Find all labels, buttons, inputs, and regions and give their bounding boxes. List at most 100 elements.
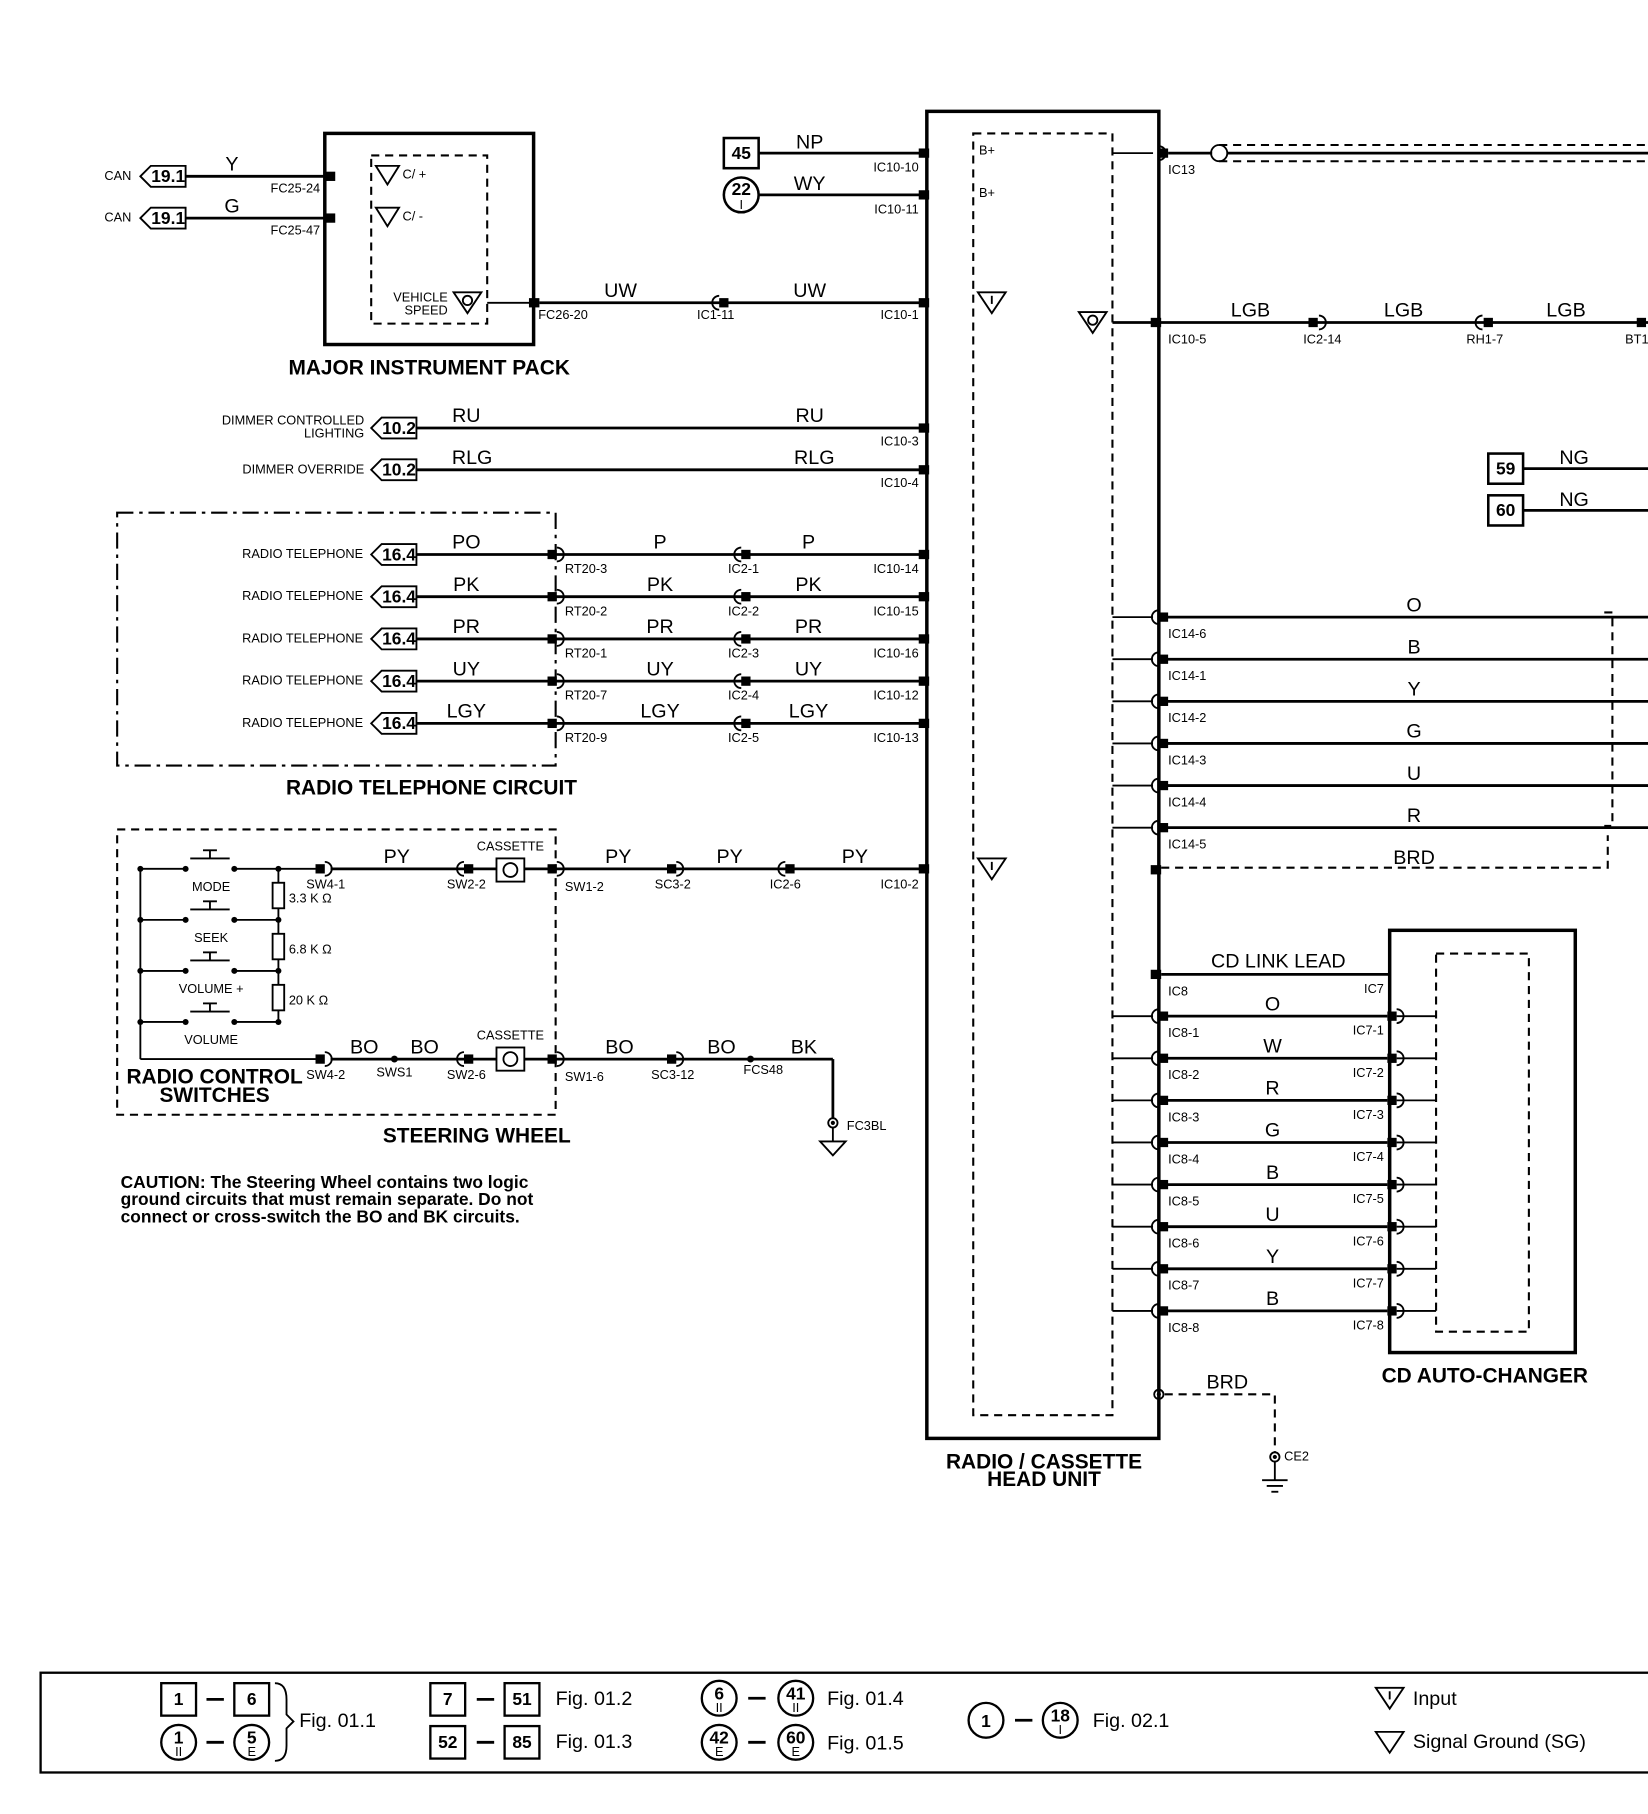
signal-ground-icon xyxy=(1077,311,1109,335)
connector xyxy=(733,715,751,732)
wire-color: WY xyxy=(794,173,826,195)
ic13-screen: IC13 xyxy=(1112,143,1648,177)
wire-color: NG xyxy=(1559,447,1589,469)
cd-link-label: CD LINK LEAD xyxy=(1211,950,1346,972)
ng-feed-59: 59 NG xyxy=(1487,447,1648,485)
ic14-wire: G IC14-3 xyxy=(1112,721,1648,767)
fig-label: Fig. 01.3 xyxy=(556,1731,633,1753)
lgb-wire: LGB LGB LGB IC10-5 IC2-14 RH1-7 BT1 xyxy=(1112,300,1648,346)
pin-label: IC2-6 xyxy=(770,877,801,892)
wire-color: NG xyxy=(1559,489,1589,511)
pin-label: IC14-4 xyxy=(1168,794,1206,809)
wire-color: U xyxy=(1407,763,1421,785)
ref-value: 1 xyxy=(174,1727,184,1747)
pin-label: RT20-2 xyxy=(565,603,607,618)
pin-label: IC14-1 xyxy=(1168,668,1206,683)
ic14-wire: U IC14-4 xyxy=(1112,763,1648,809)
wire-color: O xyxy=(1406,594,1421,616)
switch-label: VOLUME + xyxy=(179,981,244,996)
telephone-label: RADIO TELEPHONE xyxy=(242,715,363,730)
head-unit-box xyxy=(925,109,1161,1441)
pin-label: IC7-2 xyxy=(1353,1065,1384,1080)
pin-label: IC8 xyxy=(1168,983,1188,998)
wire-color: PR xyxy=(453,616,480,638)
pin-label: IC14-3 xyxy=(1168,752,1206,767)
pin-label: RT20-7 xyxy=(565,688,607,703)
cassette-switch xyxy=(495,1046,526,1072)
ref-value: 45 xyxy=(732,143,752,163)
pin-label: RT20-1 xyxy=(565,645,607,660)
wire-color: PY xyxy=(384,846,410,868)
ref-value: 42 xyxy=(710,1727,729,1747)
wire-color: NP xyxy=(796,131,823,153)
wire-color: G xyxy=(1406,721,1421,743)
wire-color: G xyxy=(224,195,239,217)
pin-label: IC10-11 xyxy=(874,201,918,216)
ref-value: 85 xyxy=(512,1732,532,1752)
pin-label: IC10-13 xyxy=(873,730,918,745)
connector xyxy=(547,631,565,647)
head-unit-title-2: HEAD UNIT xyxy=(987,1468,1101,1491)
wire-color: BO xyxy=(707,1036,735,1058)
ref-value: 59 xyxy=(1496,458,1516,478)
pin-label: IC8-4 xyxy=(1168,1151,1199,1166)
cd-changer-title: CD AUTO-CHANGER xyxy=(1382,1365,1588,1388)
connector xyxy=(1150,819,1169,836)
wire-color: B xyxy=(1266,1288,1279,1310)
pin-label: IC14-2 xyxy=(1168,710,1206,725)
connector xyxy=(1150,1303,1169,1319)
cassette-switch xyxy=(495,857,526,883)
pin-label: SC3-2 xyxy=(655,877,691,892)
caution-note: CAUTION: The Steering Wheel contains two… xyxy=(121,1172,534,1227)
wire-color: PR xyxy=(646,616,673,638)
telephone-label: RADIO TELEPHONE xyxy=(242,546,363,561)
ref-sub: II xyxy=(716,1700,723,1715)
fig-label: Fig. 01.4 xyxy=(827,1688,904,1710)
wire-color: B xyxy=(1407,636,1420,658)
can-label: CAN xyxy=(104,168,131,183)
wire-color: LGB xyxy=(1231,300,1270,322)
output-icon xyxy=(451,291,484,315)
caution-line: CAUTION: The Steering Wheel contains two… xyxy=(121,1172,529,1192)
input-icon xyxy=(976,291,1008,315)
resistor: 20 K Ω xyxy=(271,970,328,1022)
pin-label: IC8-3 xyxy=(1168,1109,1199,1124)
wire-color: UY xyxy=(795,658,822,680)
wire-color: LGY xyxy=(789,701,828,723)
wire-color: O xyxy=(1265,993,1280,1015)
head-unit-title-1: RADIO / CASSETTE xyxy=(946,1451,1142,1474)
ref-value: 1 xyxy=(174,1689,184,1709)
switch-label: MODE xyxy=(192,879,230,894)
instrument-pack-box xyxy=(323,131,536,347)
ng-feed-60: 60 NG xyxy=(1487,489,1648,527)
cd-auto-changer: CD AUTO-CHANGER xyxy=(1382,928,1588,1388)
pin-label: IC14-5 xyxy=(1168,837,1206,852)
fig-label: Fig. 01.5 xyxy=(827,1732,904,1754)
pin-label: FC25-47 xyxy=(271,222,321,237)
pin-label: IC7-3 xyxy=(1353,1107,1384,1122)
wire-color: W xyxy=(1263,1035,1282,1057)
legend-fig-01-5: 42 E 60 E Fig. 01.5 xyxy=(700,1723,904,1761)
pin-label: IC2-5 xyxy=(728,730,759,745)
push-switch: VOLUME xyxy=(137,1002,282,1047)
resistor-value: 20 K Ω xyxy=(289,993,328,1008)
ref-value: 18 xyxy=(1051,1705,1071,1725)
wire-color: U xyxy=(1265,1204,1279,1226)
legend-symbol-label: Signal Ground (SG) xyxy=(1413,1731,1586,1753)
pin-label: RT20-3 xyxy=(565,561,607,576)
wire-color: RU xyxy=(452,405,480,427)
ref-value: 19.1 xyxy=(151,166,185,186)
legend: 1 6 1 II 5 E Fig. 01.1 7 51 Fig. 01.2 52… xyxy=(39,1671,1648,1774)
pin-label: IC7-5 xyxy=(1353,1191,1384,1206)
resistor-value: 6.8 K Ω xyxy=(289,942,332,957)
ref-sub: I xyxy=(739,197,743,212)
power-feed-45: 45 NP IC10-10 xyxy=(722,131,930,175)
wire-color: PK xyxy=(647,574,673,596)
pin-label: IC7-7 xyxy=(1353,1275,1384,1290)
connector xyxy=(1150,609,1169,626)
